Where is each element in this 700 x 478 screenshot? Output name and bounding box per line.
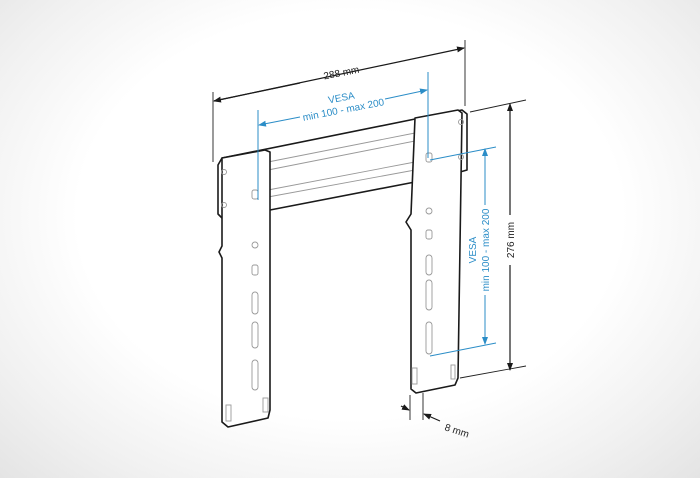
height-dimension: 276 mm [459,99,527,379]
vesa-vertical-range: min 100 - max 200 [481,208,492,291]
height-label: 276 mm [506,222,517,258]
left-upright [218,149,271,428]
depth-label: 8 mm [443,422,470,440]
vesa-vertical-title: VESA [468,236,479,263]
mounting-slots [221,119,464,422]
vesa-horizontal-title: VESA [327,91,356,107]
right-upright [405,109,463,394]
vesa-vertical-dimension: VESA min 100 - max 200 [429,146,497,357]
mount-bracket [217,109,468,428]
depth-dimension: 8 mm [400,393,470,441]
width-label: 288 mm [323,65,361,83]
